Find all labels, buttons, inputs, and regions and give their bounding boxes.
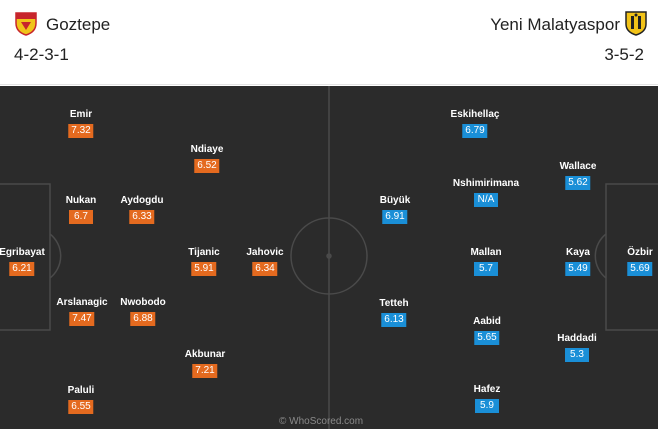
player-name: Özbir xyxy=(627,247,653,258)
home-team-name[interactable]: Goztepe xyxy=(46,15,111,34)
player-rating: 5.7 xyxy=(474,262,498,276)
player-name: Egribayat xyxy=(0,247,45,258)
player-name: Nukan xyxy=(65,195,97,206)
player-rating: 7.32 xyxy=(68,124,94,138)
player-rating: 6.21 xyxy=(9,262,35,276)
player-rating: 6.52 xyxy=(194,159,220,173)
player-rating: 6.33 xyxy=(129,210,155,224)
player-name: Arslanagic xyxy=(56,297,108,308)
player-name: Jahovic xyxy=(246,247,284,258)
player-name: Nshimirimana xyxy=(452,178,520,189)
player-name: Tijanic xyxy=(188,247,220,258)
player-name: Aydogdu xyxy=(120,195,164,206)
player-name: Tetteh xyxy=(379,298,409,309)
player-name: Aabid xyxy=(473,316,501,327)
player-rating: 6.91 xyxy=(382,210,408,224)
player-rating: 5.65 xyxy=(474,331,500,345)
yeni-malatyaspor-crest-icon xyxy=(624,10,648,36)
player-name: Paluli xyxy=(67,385,95,396)
player-rating: 5.3 xyxy=(565,348,589,362)
player-name: Nwobodo xyxy=(120,297,166,308)
player-name: Eskihellaç xyxy=(450,109,500,120)
header-divider xyxy=(0,84,658,85)
goztepe-crest-icon xyxy=(14,10,38,36)
watermark: © WhoScored.com xyxy=(279,416,364,427)
player-rating: N/A xyxy=(474,193,498,207)
player-name: Ndiaye xyxy=(190,144,224,155)
away-formation: 3-5-2 xyxy=(604,45,644,64)
player-rating: 6.13 xyxy=(381,313,407,327)
pitch: Emir 7.32 Ndiaye 6.52 Nukan 6.7 Aydogdu … xyxy=(0,86,658,429)
player-rating: 5.9 xyxy=(475,399,499,413)
player-rating: 6.55 xyxy=(68,400,94,414)
player-name: Akbunar xyxy=(184,349,226,360)
player-name: Emir xyxy=(69,109,93,120)
player-name: Mallan xyxy=(470,247,502,258)
player-name: Wallace xyxy=(559,161,597,172)
player-rating: 5.49 xyxy=(565,262,591,276)
pitch-markings xyxy=(0,86,658,429)
player-rating: 7.21 xyxy=(192,364,218,378)
match-header: Goztepe 4-2-3-1 Yeni Malatyaspor 3-5-2 xyxy=(0,0,658,84)
player-name: Kaya xyxy=(566,247,590,258)
player-rating: 6.79 xyxy=(462,124,488,138)
player-rating: 6.88 xyxy=(130,312,156,326)
player-rating: 6.7 xyxy=(69,210,93,224)
away-team-name[interactable]: Yeni Malatyaspor xyxy=(490,15,620,34)
player-rating: 7.47 xyxy=(69,312,95,326)
player-name: Hafez xyxy=(473,384,501,395)
player-rating: 5.69 xyxy=(627,262,653,276)
player-name: Haddadi xyxy=(557,333,597,344)
player-rating: 5.91 xyxy=(191,262,217,276)
home-formation: 4-2-3-1 xyxy=(14,45,69,64)
player-rating: 5.62 xyxy=(565,176,591,190)
player-name: Büyük xyxy=(379,195,411,206)
player-rating: 6.34 xyxy=(252,262,278,276)
